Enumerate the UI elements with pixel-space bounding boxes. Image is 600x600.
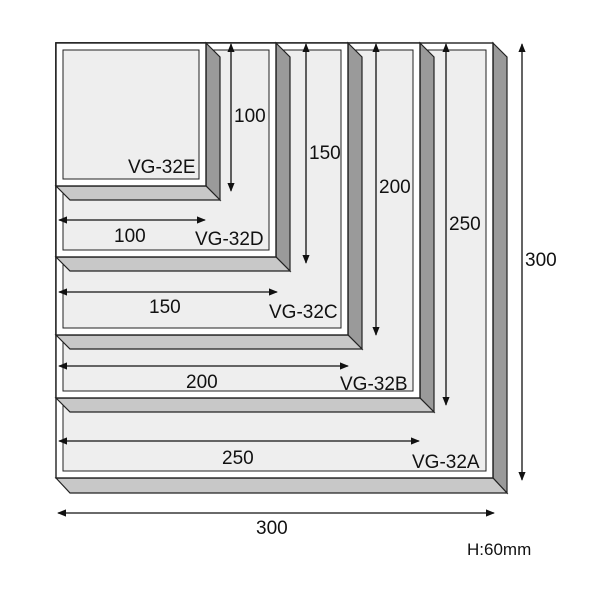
tray-vg-32e-inner [62,49,200,180]
model-label-vg-32c: VG-32C [269,302,338,323]
tray-vg-32d-side [275,41,291,273]
tray-vg-32e-side [205,41,221,202]
width-label-vg-32c: 150 [149,297,181,318]
tray-vg-32e [54,41,222,202]
depth-label-outer: 300 [525,250,557,271]
tray-vg-32c-front [54,334,364,350]
tray-vg-32e-front [54,185,222,201]
width-label-outer: 300 [256,518,288,539]
model-label-vg-32a: VG-32A [412,452,480,473]
width-dimensions [57,216,495,517]
model-label-vg-32d: VG-32D [195,229,264,250]
tray-vg-32c-side [347,41,363,351]
model-label-vg-32e: VG-32E [128,157,196,178]
tray-vg-32b-side [419,41,435,414]
tray-vg-32d-front [54,256,292,272]
depth-label-vg-32c: 150 [309,143,341,164]
width-label-vg-32a: 250 [222,448,254,469]
depth-label-vg-32d: 100 [234,106,266,127]
tray-vg-32a-side [492,41,508,495]
width-label-vg-32b: 200 [186,372,218,393]
tray-vg-32b-front [54,397,436,413]
depth-label-vg-32b: 200 [379,177,411,198]
model-label-vg-32b: VG-32B [340,374,408,395]
tray-vg-32a-front [54,477,509,494]
height-note: H:60mm [467,540,531,559]
width-label-vg-32d: 100 [114,226,146,247]
depth-dimensions [227,43,526,481]
depth-label-vg-32a: 250 [449,214,481,235]
